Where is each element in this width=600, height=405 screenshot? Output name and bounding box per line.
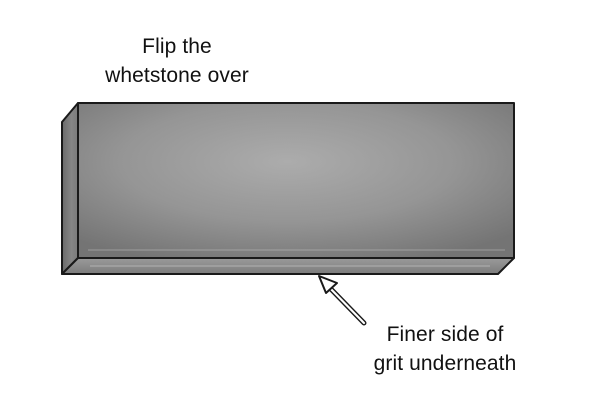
whetstone-face	[77, 102, 515, 259]
whetstone-left-side	[61, 102, 79, 275]
finer-grit-label: Finer side of grit underneath	[350, 320, 540, 378]
flip-instruction-label: Flip the whetstone over	[92, 32, 262, 90]
finer-grit-line-2: grit underneath	[373, 352, 517, 375]
flip-instruction-line-1: Flip the	[142, 35, 212, 58]
flip-instruction-line-2: whetstone over	[105, 64, 249, 87]
finer-grit-line-1: Finer side of	[386, 323, 504, 346]
arrow-icon	[318, 275, 367, 326]
